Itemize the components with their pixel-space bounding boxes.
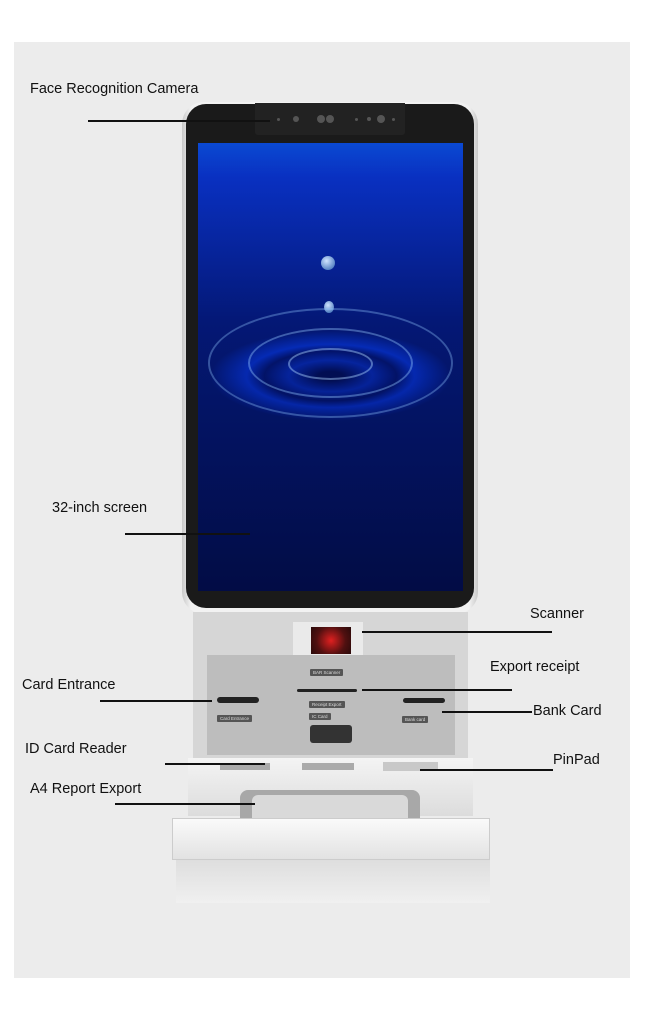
leader-line bbox=[442, 711, 532, 713]
scanner-window bbox=[311, 627, 351, 654]
receipt-slot[interactable] bbox=[297, 689, 357, 692]
label-32-inch-screen: 32-inch screen bbox=[52, 500, 148, 516]
ic-card-tag: IC Card bbox=[309, 713, 331, 720]
leader-line bbox=[115, 803, 255, 805]
ic-card-slot[interactable] bbox=[310, 725, 352, 743]
kiosk-screen bbox=[198, 143, 463, 591]
label-id-card-reader: ID Card Reader bbox=[25, 741, 127, 757]
bank-card-tag: Bank card bbox=[402, 716, 429, 723]
label-export-receipt: Export receipt bbox=[490, 659, 580, 675]
water-drop bbox=[321, 256, 335, 270]
leader-line bbox=[125, 533, 250, 535]
label-pinpad: PinPad bbox=[553, 752, 600, 768]
face-recognition-camera bbox=[255, 103, 405, 135]
bar-scanner-tag: BAR Scanner bbox=[310, 669, 344, 676]
ripple bbox=[208, 308, 453, 418]
kiosk-shelf bbox=[172, 818, 490, 860]
label-card-entrance: Card Entrance bbox=[22, 677, 116, 693]
ripple bbox=[288, 348, 373, 380]
leader-line bbox=[420, 769, 553, 771]
label-a4-report-export: A4 Report Export bbox=[30, 781, 142, 797]
control-recess: BAR Scanner Receipt Export IC Card Card … bbox=[207, 655, 455, 755]
label-face-recognition-camera: Face Recognition Camera bbox=[30, 81, 199, 97]
leader-line bbox=[88, 120, 270, 122]
id-card-reader[interactable] bbox=[220, 763, 270, 770]
pinpad[interactable] bbox=[383, 762, 438, 771]
kiosk-base bbox=[176, 860, 490, 903]
receipt-export-tag: Receipt Export bbox=[309, 701, 345, 708]
nfc-reader bbox=[302, 763, 354, 770]
label-scanner: Scanner bbox=[530, 606, 585, 622]
bank-card-slot[interactable] bbox=[403, 698, 445, 703]
a4-tray bbox=[252, 795, 408, 820]
leader-line bbox=[362, 689, 512, 691]
water-drop-small bbox=[324, 301, 334, 313]
leader-line bbox=[165, 763, 265, 765]
card-entrance-slot[interactable] bbox=[217, 697, 259, 703]
label-bank-card: Bank Card bbox=[533, 703, 602, 719]
card-entrance-tag: Card Entrance bbox=[217, 715, 253, 722]
ripple bbox=[248, 328, 413, 398]
leader-line bbox=[100, 700, 212, 702]
leader-line bbox=[362, 631, 552, 633]
